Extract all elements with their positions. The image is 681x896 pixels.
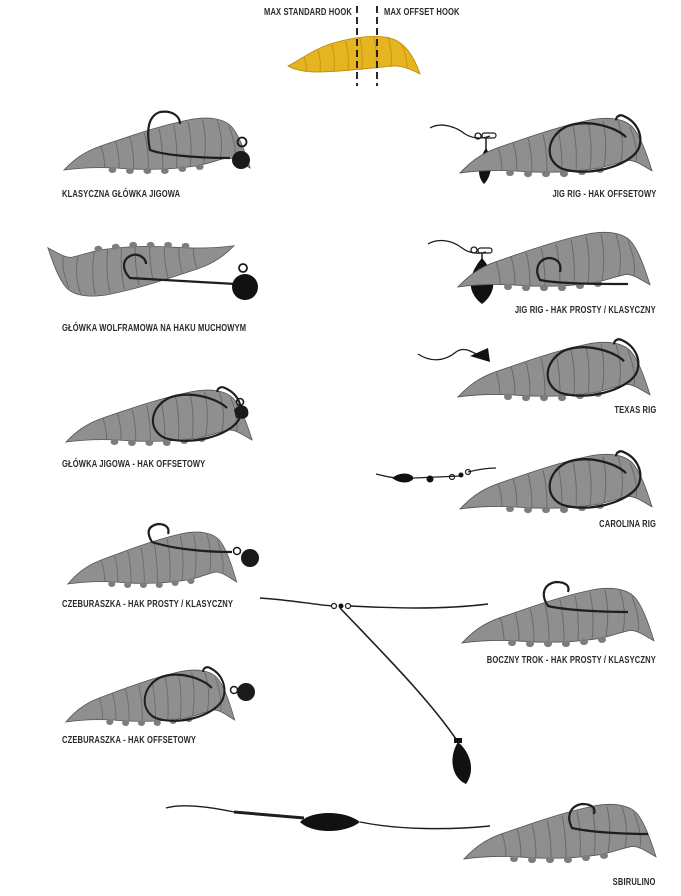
label-tungsten-fly: GŁÓWKA WOLFRAMOWA NA HAKU MUCHOWYM [62, 322, 247, 334]
max-standard-hook-label: MAX STANDARD HOOK [264, 6, 352, 18]
rig-spirulino [165, 802, 657, 864]
label-classic-jig: KLASYCZNA GŁÓWKA JIGOWA [62, 188, 181, 200]
rig-classic-jig [63, 110, 251, 175]
reference-bait [287, 35, 421, 75]
rig-texas [417, 338, 651, 402]
label-texas: TEXAS RIG [613, 404, 656, 416]
label-jigrig-straight: JIG RIG - HAK PROSTY / KLASYCZNY [515, 304, 656, 316]
rig-cheburashka-offset [65, 666, 255, 727]
max-offset-hook-label: MAX OFFSET HOOK [384, 6, 460, 18]
label-jig-offset: GŁÓWKA JIGOWA - HAK OFFSETOWY [62, 458, 206, 470]
rig-dropshot-side [259, 580, 655, 784]
label-jigrig-offset: JIG RIG - HAK OFFSETOWY [552, 188, 656, 200]
rig-jigrig-straight [427, 231, 651, 304]
label-cheburashka-straight: CZEBURASZKA - HAK PROSTY / KLASYCZNY [62, 598, 234, 610]
label-dropshot-side: BOCZNY TROK - HAK PROSTY / KLASYCZNY [486, 654, 656, 666]
rig-cheburashka-straight [67, 522, 259, 589]
label-carolina: CAROLINA RIG [599, 518, 656, 530]
rig-jig-offset [65, 386, 253, 447]
label-cheburashka-offset: CZEBURASZKA - HAK OFFSETOWY [62, 734, 197, 746]
label-spirulino: SBIRULINO [613, 876, 656, 888]
rig-jigrig-offset [429, 114, 653, 184]
rig-carolina [375, 450, 653, 514]
rig-tungsten-fly [47, 241, 258, 300]
